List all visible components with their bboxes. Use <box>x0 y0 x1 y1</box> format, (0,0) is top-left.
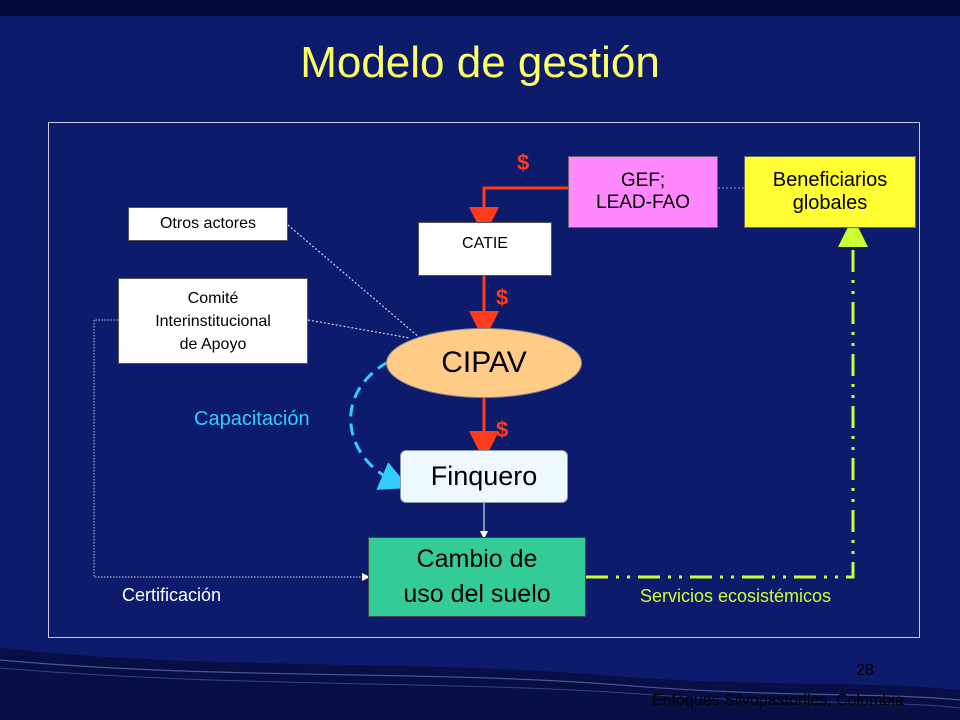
money-arrow-gef-catie <box>469 186 568 237</box>
node-finquero: Finquero <box>400 450 568 503</box>
node-gef-lead-fao: GEF; LEAD-FAO <box>568 156 718 228</box>
capacitacion-arrow <box>349 360 410 490</box>
money-label-3: $ <box>496 417 509 442</box>
slide-title: Modelo de gestión <box>300 38 660 87</box>
bottom-decoration <box>0 648 960 720</box>
capacitacion-label: Capacitación <box>194 408 310 430</box>
money-label-2: $ <box>496 285 509 310</box>
node-beneficiarios-label: Beneficiarios globales <box>772 169 888 214</box>
certificacion-label: Certificación <box>122 585 222 605</box>
node-otros-label: Otros actores <box>159 215 257 232</box>
diagram-panel <box>48 122 920 638</box>
node-comite-label: Comité Interinstitucional de Apoyo <box>155 289 271 353</box>
node-cipav: CIPAV <box>386 328 582 398</box>
node-otros-actores: Otros actores <box>128 207 288 241</box>
node-comite-interinstitucional: Comité Interinstitucional de Apoyo <box>118 278 308 364</box>
node-beneficiarios-globales: Beneficiarios globales <box>744 156 916 228</box>
node-catie-label: CATIE <box>462 235 508 252</box>
page-number: 28 <box>856 662 874 679</box>
certificacion-arrow <box>93 319 370 581</box>
servicios-arrow <box>586 217 868 579</box>
node-cipav-label: CIPAV <box>441 346 527 379</box>
node-catie: CATIE <box>418 222 552 276</box>
servicios-ecosistemicos-label: Servicios ecosistémicos <box>640 586 832 606</box>
node-cambio-uso-suelo: Cambio de uso del suelo <box>368 537 586 617</box>
node-finquero-label: Finquero <box>430 461 538 491</box>
footer-caption: Enfoques Silvopastoriles, Colombia <box>652 692 904 709</box>
link-otros-cipav <box>287 224 421 339</box>
link-comite-cipav <box>307 319 411 339</box>
node-cambio-label: Cambio de uso del suelo <box>403 545 551 608</box>
top-band <box>0 0 960 16</box>
node-gef-label: GEF; LEAD-FAO <box>596 170 690 213</box>
money-label-1: $ <box>517 150 530 175</box>
